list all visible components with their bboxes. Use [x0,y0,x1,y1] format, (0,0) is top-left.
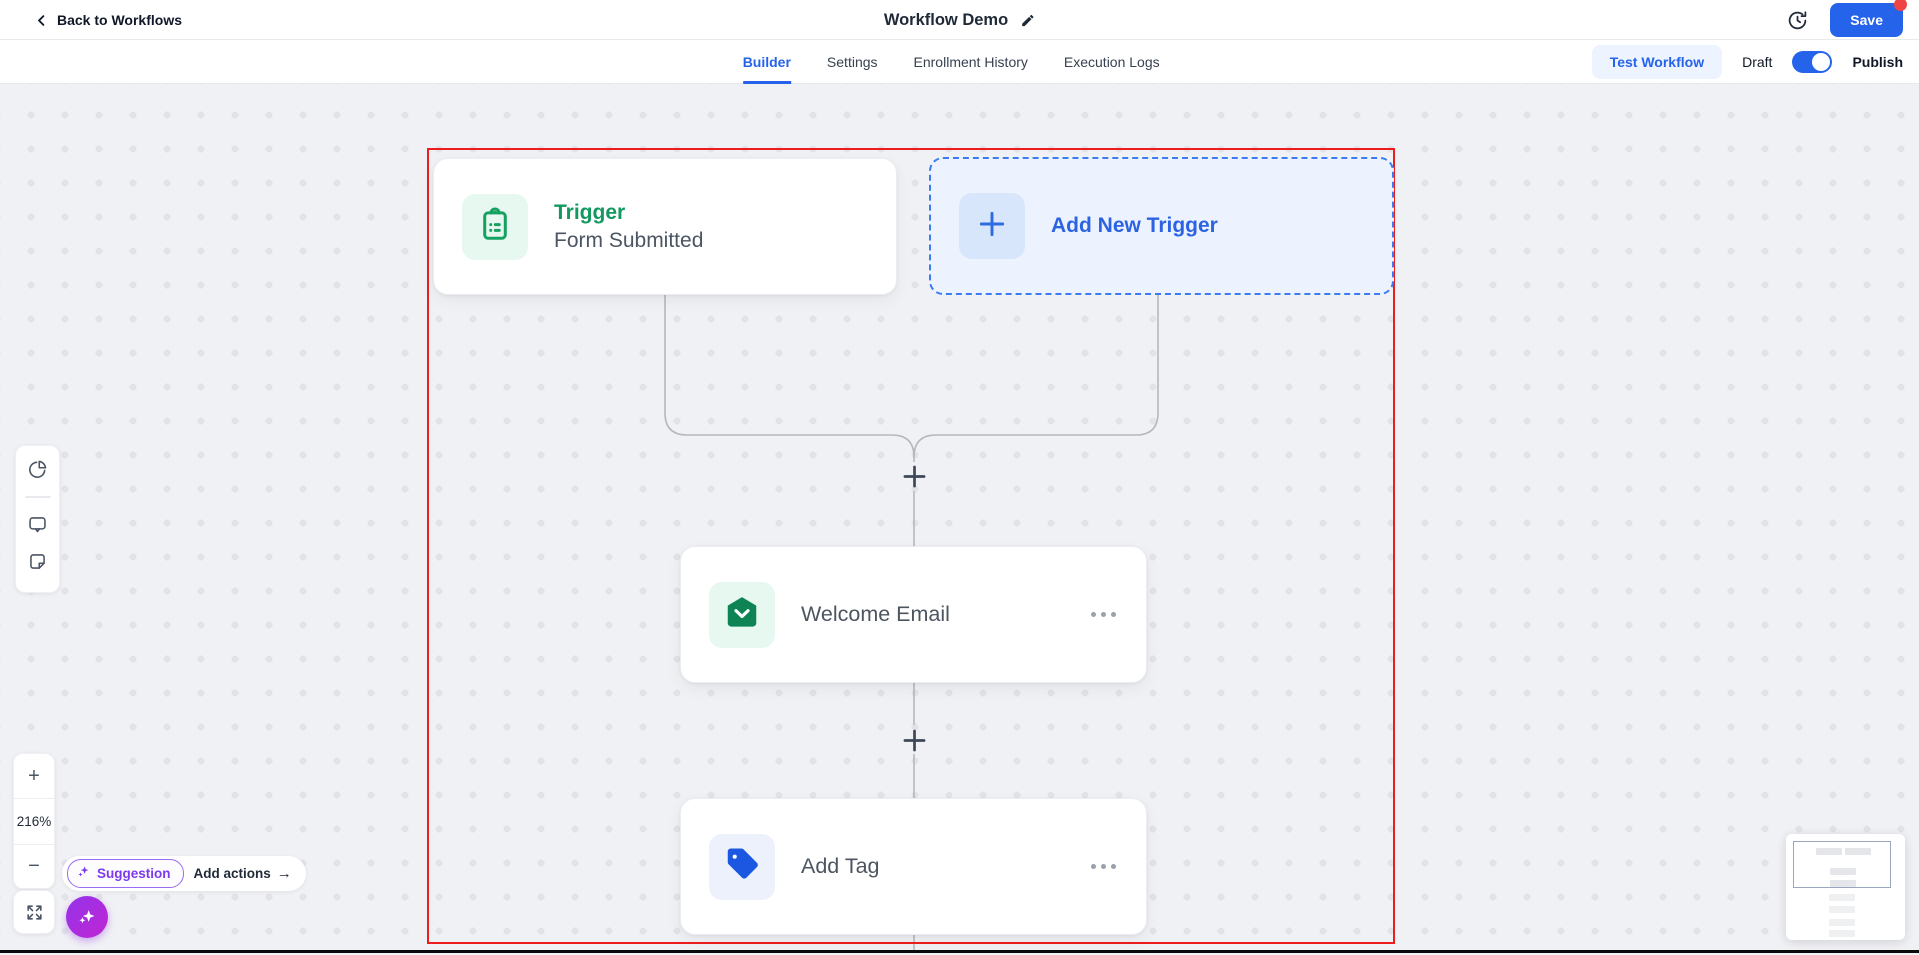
unsaved-changes-dot [1894,0,1907,11]
add-actions-button[interactable]: Add actions → [194,865,292,882]
page-title: Workflow Demo [883,10,1009,29]
top-bar: Back to Workflows Workflow Demo Save [0,0,1919,40]
ellipsis-menu-icon[interactable] [1091,612,1116,617]
back-chevron-icon [34,13,49,28]
save-label: Save [1850,12,1883,28]
zoom-in-button[interactable]: + [14,754,54,798]
pie-chart-icon[interactable] [27,459,48,480]
action-label: Add Tag [801,854,880,878]
add-trigger-icon-tile [959,193,1025,259]
workflow-canvas[interactable]: Trigger Form Submitted Add New Trigger W… [0,84,1919,952]
action-label: Welcome Email [801,602,950,626]
trigger-card-title: Trigger [554,201,626,225]
back-label: Back to Workflows [57,12,182,28]
window-bottom-edge [0,950,1919,953]
suggestion-strip: Suggestion Add actions → [62,856,306,891]
action-node-add-tag[interactable]: Add Tag [680,798,1147,935]
tab-bar: Builder Settings Enrollment History Exec… [0,40,1919,84]
history-clock-icon[interactable] [1787,10,1808,31]
draft-label: Draft [1742,54,1773,70]
publish-toggle[interactable] [1792,51,1833,73]
plus-icon [976,208,1008,245]
sparkles-icon [77,906,97,929]
tag-icon-tile [709,833,775,900]
toggle-knob [1812,53,1831,71]
back-to-workflows-button[interactable]: Back to Workflows [34,0,182,40]
tab-execution-logs[interactable]: Execution Logs [1063,54,1160,70]
note-icon[interactable] [27,551,48,572]
comment-bubble-icon[interactable] [27,514,48,535]
add-trigger-label: Add New Trigger [1051,214,1218,237]
add-actions-label: Add actions [193,866,271,881]
trigger-card-subtitle: Form Submitted [554,228,704,252]
ellipsis-menu-icon[interactable] [1091,864,1116,869]
add-new-trigger-card[interactable]: Add New Trigger [929,157,1394,295]
minimap[interactable] [1786,834,1905,940]
zoom-level: 216% [14,798,54,844]
publish-label: Publish [1852,54,1903,70]
sparkles-icon [77,864,91,883]
tab-settings[interactable]: Settings [826,54,878,70]
suggestion-label: Suggestion [97,866,171,881]
suggestion-pill[interactable]: Suggestion [67,859,184,888]
minimap-viewport[interactable] [1793,841,1891,888]
canvas-tool-rail [15,445,60,593]
tab-builder[interactable]: Builder [742,40,791,84]
email-icon [723,593,761,636]
rail-divider [24,496,51,498]
zoom-out-button[interactable]: − [14,844,54,888]
ai-assistant-button[interactable] [66,896,108,938]
tag-icon [723,845,761,888]
add-step-plus-icon[interactable] [899,725,929,755]
arrow-right-icon: → [276,865,292,882]
add-step-plus-icon[interactable] [899,461,929,491]
tab-enrollment-history[interactable]: Enrollment History [913,54,1028,70]
edit-pencil-icon[interactable] [1020,13,1035,28]
fullscreen-expand-icon[interactable] [13,890,55,934]
save-button[interactable]: Save [1830,0,1907,37]
trigger-icon-tile [462,193,528,260]
action-node-welcome-email[interactable]: Welcome Email [680,546,1147,683]
test-workflow-button[interactable]: Test Workflow [1591,45,1723,79]
trigger-node-card[interactable]: Trigger Form Submitted [433,158,897,295]
clipboard-icon [476,205,514,248]
email-icon-tile [709,581,775,648]
zoom-controls: + 216% − [13,753,55,889]
tabs: Builder Settings Enrollment History Exec… [742,40,1160,84]
